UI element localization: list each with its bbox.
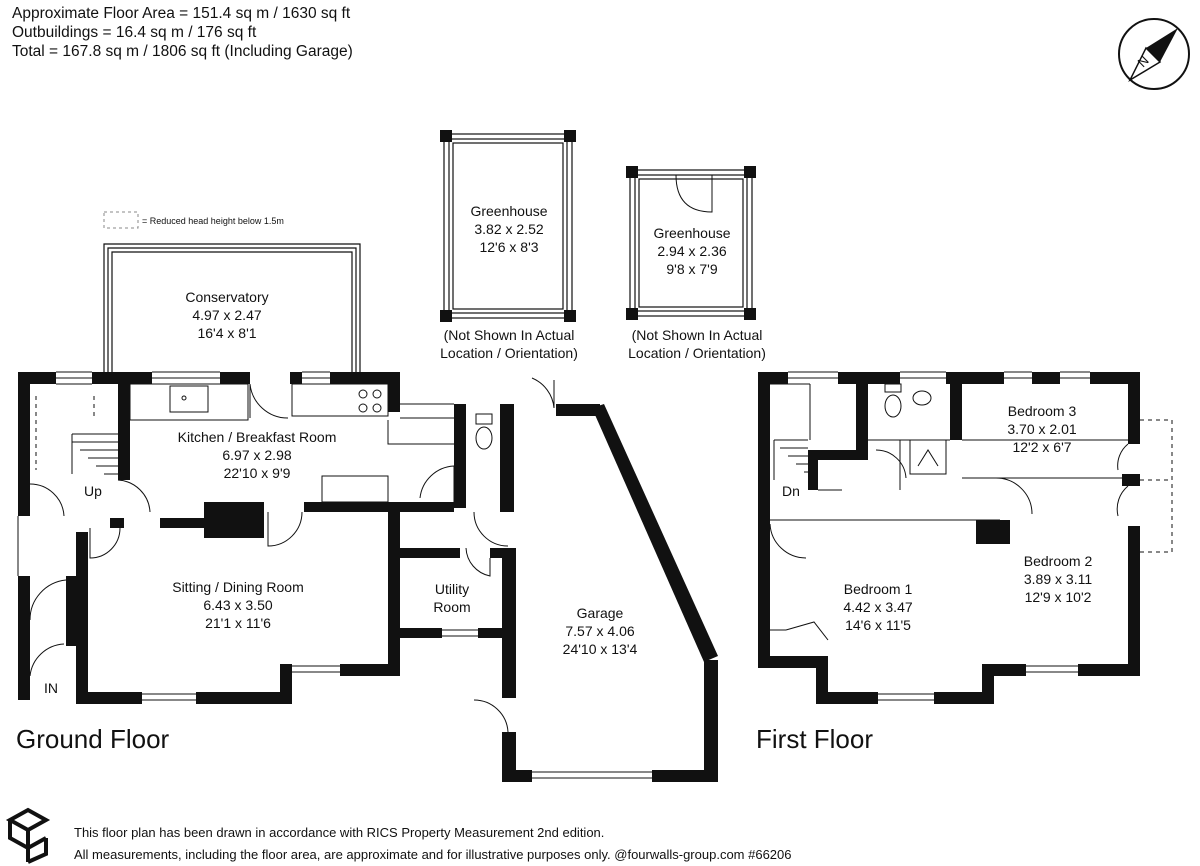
greenhouse-1-note-1: (Not Shown In Actual	[444, 327, 575, 343]
greenhouse-2-metric: 2.94 x 2.36	[657, 243, 726, 259]
first-floor-walls	[758, 372, 1140, 704]
conservatory-metric: 4.97 x 2.47	[192, 307, 261, 323]
greenhouse-1-metric: 3.82 x 2.52	[474, 221, 543, 237]
greenhouse-2-name: Greenhouse	[653, 225, 730, 241]
floor-area-text: Approximate Floor Area = 151.4 sq m / 16…	[12, 5, 351, 22]
conservatory-name: Conservatory	[185, 289, 268, 305]
ground-floor-fittings	[17, 371, 652, 779]
conservatory-outline	[103, 243, 361, 372]
sitting-room-name: Sitting / Dining Room	[172, 579, 304, 595]
greenhouse-posts	[440, 130, 756, 322]
first-floor-title: First Floor	[756, 724, 873, 754]
footer-line-1: This floor plan has been drawn in accord…	[74, 825, 605, 840]
footer-disclaimer: This floor plan has been drawn in accord…	[74, 822, 792, 866]
compass-icon: N	[1118, 18, 1190, 90]
legend-label: = Reduced head height below 1.5m	[142, 216, 284, 226]
greenhouse-1-name: Greenhouse	[470, 203, 547, 219]
first-floor-fittings	[769, 371, 1173, 701]
greenhouse-1-outline	[443, 133, 573, 319]
greenhouse-1-imperial: 12'6 x 8'3	[479, 239, 538, 255]
bedroom-3-imperial: 12'2 x 6'7	[1012, 439, 1071, 455]
garage-name: Garage	[577, 605, 624, 621]
kitchen-name: Kitchen / Breakfast Room	[178, 429, 337, 445]
garage-imperial: 24'10 x 13'4	[563, 641, 638, 657]
garage-metric: 7.57 x 4.06	[565, 623, 634, 639]
stairs-down-label: Dn	[782, 483, 800, 499]
kitchen-imperial: 22'10 x 9'9	[224, 465, 291, 481]
bedroom-1-imperial: 14'6 x 11'5	[845, 617, 911, 633]
utility-room-name-2: Room	[433, 599, 470, 615]
bedroom-1-name: Bedroom 1	[844, 581, 913, 597]
greenhouse-2-outline	[629, 169, 753, 317]
header-info: Approximate Floor Area = 151.4 sq m / 16…	[12, 4, 353, 61]
bedroom-3-name: Bedroom 3	[1008, 403, 1077, 419]
stairs-up-label: Up	[84, 483, 102, 499]
greenhouse-1-note-2: Location / Orientation)	[440, 345, 578, 361]
kitchen-metric: 6.97 x 2.98	[222, 447, 291, 463]
total-area-text: Total = 167.8 sq m / 1806 sq ft (Includi…	[12, 43, 353, 60]
garage-angled-wall	[592, 404, 718, 662]
greenhouse-2-imperial: 9'8 x 7'9	[666, 261, 717, 277]
bedroom-2-metric: 3.89 x 3.11	[1024, 571, 1092, 587]
bedroom-2-imperial: 12'9 x 10'2	[1025, 589, 1092, 605]
greenhouse-2-note-2: Location / Orientation)	[628, 345, 766, 361]
greenhouse-2-note-1: (Not Shown In Actual	[632, 327, 763, 343]
bedroom-3-metric: 3.70 x 2.01	[1007, 421, 1076, 437]
footer-line-2: All measurements, including the floor ar…	[74, 847, 792, 862]
sitting-room-metric: 6.43 x 3.50	[203, 597, 272, 613]
entrance-label: IN	[44, 680, 58, 696]
ground-floor-title: Ground Floor	[16, 724, 170, 754]
ground-floor-walls	[18, 372, 718, 782]
outbuildings-text: Outbuildings = 16.4 sq m / 176 sq ft	[12, 24, 257, 41]
sitting-room-imperial: 21'1 x 11'6	[205, 615, 271, 631]
bedroom-2-name: Bedroom 2	[1024, 553, 1093, 569]
bedroom-1-metric: 4.42 x 3.47	[843, 599, 912, 615]
utility-room-name-1: Utility	[435, 581, 469, 597]
fourwalls-logo-icon	[5, 807, 51, 864]
legend-swatch	[103, 211, 139, 229]
conservatory-imperial: 16'4 x 8'1	[197, 325, 256, 341]
